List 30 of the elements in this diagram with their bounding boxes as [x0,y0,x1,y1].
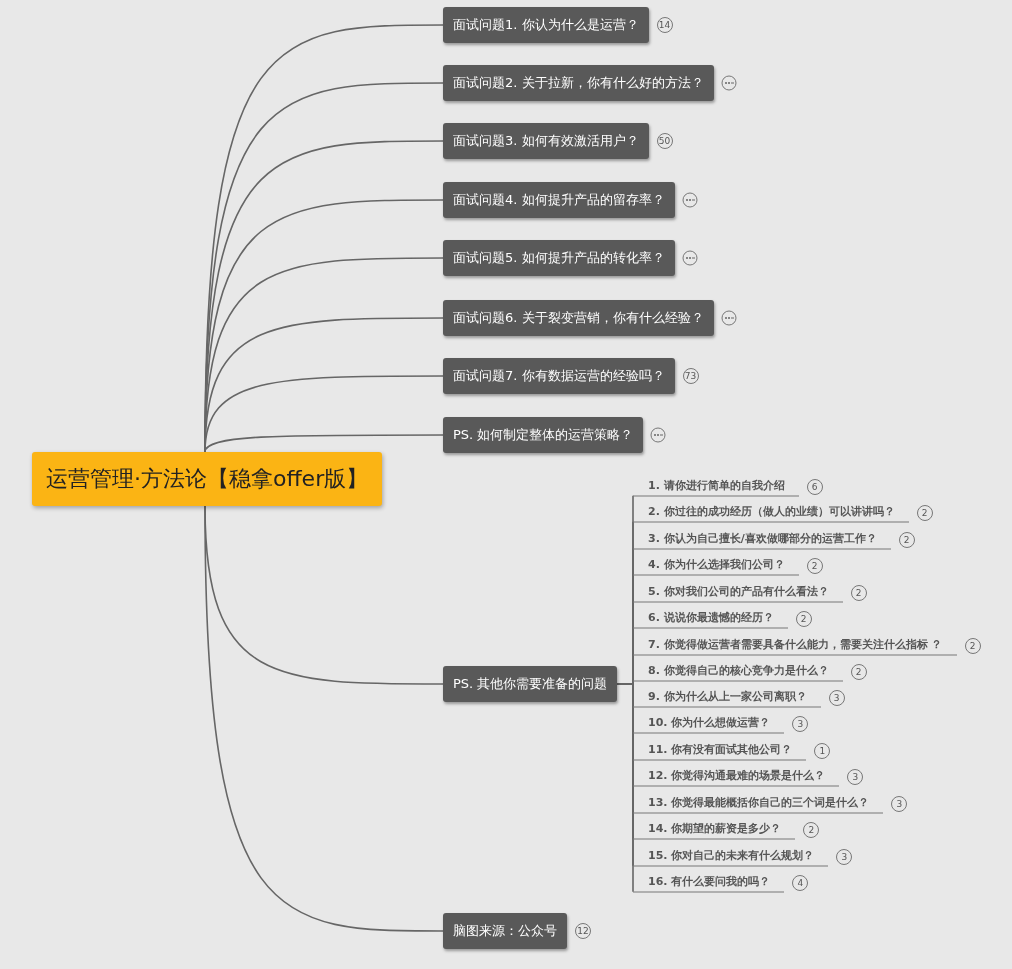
central-topic: 运营管理·方法论【稳拿offer版】 [32,452,383,506]
question-text: 15. 你对自己的未来有什么规划？ [633,847,829,867]
question-text: 13. 你觉得最能概括你自己的三个词是什么？ [633,794,884,814]
connector-line [204,505,444,932]
question-text: 9. 你为什么从上一家公司离职？ [633,688,821,708]
question-text: 10. 你为什么想做运营？ [633,714,785,734]
topic-box: 面试问题2. 关于拉新，你有什么好的方法？ [443,65,714,101]
question-text: 5. 你对我们公司的产品有什么看法？ [633,583,843,603]
question-text: 16. 有什么要问我的吗？ [633,873,785,893]
topic-box: 面试问题6. 关于裂变营销，你有什么经验？ [443,300,714,336]
topic-box: 面试问题3. 如何有效激活用户？ [443,123,649,159]
question-text: 3. 你认为自己擅长/喜欢做哪部分的运营工作？ [633,530,891,550]
question-text: 14. 你期望的薪资是多少？ [633,820,796,840]
question-text: 2. 你过往的成功经历（做人的业绩）可以讲讲吗？ [633,503,909,523]
question-text: 6. 说说你最遗憾的经历？ [633,609,788,629]
topic-box: 面试问题7. 你有数据运营的经验吗？ [443,358,675,394]
question-text: 12. 你觉得沟通最难的场景是什么？ [633,767,840,787]
topic-box: 面试问题1. 你认为什么是运营？ [443,7,649,43]
question-text: 7. 你觉得做运营者需要具备什么能力，需要关注什么指标 ？ [633,636,957,656]
connector-line [204,375,444,453]
connector-line [204,434,444,453]
topic-box: 脑图来源：公众号 [443,913,567,949]
question-text: 11. 你有没有面试其他公司？ [633,741,807,761]
question-text: 8. 你觉得自己的核心竞争力是什么？ [633,662,843,682]
topic-box: 面试问题4. 如何提升产品的留存率？ [443,182,675,218]
question-text: 1. 请你进行简单的自我介绍 [633,477,799,497]
question-text: 4. 你为什么选择我们公司？ [633,556,799,576]
topic-box: PS. 如何制定整体的运营策略？ [443,417,644,453]
topic-box: PS. 其他你需要准备的问题 [443,666,618,702]
topic-box: 面试问题5. 如何提升产品的转化率？ [443,240,675,276]
